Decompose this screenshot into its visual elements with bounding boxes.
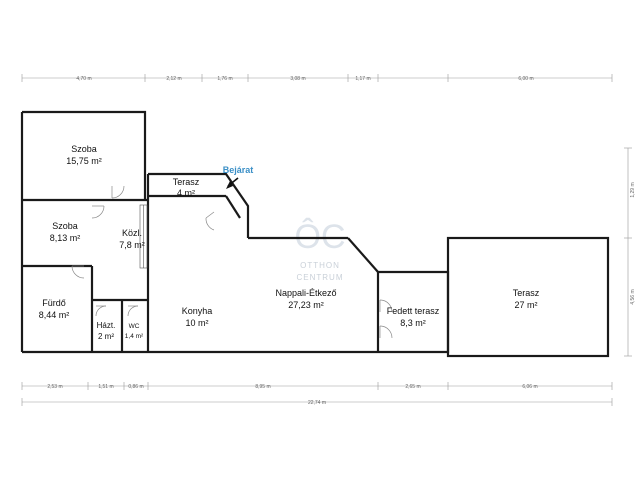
brand-line-2: CENTRUM: [297, 273, 344, 282]
brand-watermark: ÔC OTTHON CENTRUM: [295, 218, 346, 282]
doors: [71, 185, 393, 339]
brand-line-1: OTTHON: [300, 261, 340, 270]
walls: [20, 110, 610, 358]
top-dim-3: 1,76 m: [217, 76, 232, 82]
bottom-dim-total: 22,74 m: [308, 400, 326, 406]
room-szoba-1-area: 15,75 m²: [66, 156, 102, 166]
room-szoba-1-name: Szoba: [71, 144, 97, 154]
room-hazt-area: 2 m²: [98, 332, 114, 341]
bottom-dim-5: 2,65 m: [405, 384, 420, 390]
room-terasz-big-area: 27 m²: [514, 300, 537, 310]
room-terasz-big-name: Terasz: [513, 288, 540, 298]
bottom-dim-2: 1,51 m: [98, 384, 113, 390]
room-hazt-name: Házt.: [97, 321, 116, 330]
room-wc-name: WC: [129, 323, 140, 330]
room-nappali-area: 27,23 m²: [288, 300, 324, 310]
bottom-dim-3: 0,86 m: [128, 384, 143, 390]
room-nappali-name: Nappali-Étkező: [275, 288, 336, 298]
top-dim-6: 6,00 m: [518, 76, 533, 82]
right-dim-1: 1,29 m: [630, 182, 636, 197]
right-dimension-line: [624, 147, 632, 357]
bottom-dim-4: 8,95 m: [255, 384, 270, 390]
bottom-dim-1: 2,53 m: [47, 384, 62, 390]
room-szoba-2-name: Szoba: [52, 221, 78, 231]
entrance-label: Bejárat: [223, 165, 254, 175]
room-wc-area: 1,4 m²: [125, 333, 144, 340]
top-dim-4: 3,08 m: [290, 76, 305, 82]
top-dim-5: 1,17 m: [355, 76, 370, 82]
top-dim-2: 2,12 m: [166, 76, 181, 82]
top-dim-1: 4,70 m: [76, 76, 91, 82]
entrance-arrow: [226, 177, 239, 189]
room-terasz-small-area: 4 m²: [177, 188, 195, 198]
room-kozl-area: 7,8 m²: [119, 240, 145, 250]
room-fedett-terasz-area: 8,3 m²: [400, 318, 426, 328]
room-konyha-area: 10 m²: [185, 318, 208, 328]
top-dimension-line: [21, 74, 613, 82]
room-furdo-area: 8,44 m²: [39, 310, 70, 320]
right-dim-2: 4,56 m: [630, 289, 636, 304]
room-furdo-name: Fürdő: [42, 298, 66, 308]
room-terasz-small-name: Terasz: [173, 177, 200, 187]
room-konyha-name: Konyha: [182, 306, 213, 316]
room-szoba-2-area: 8,13 m²: [50, 233, 81, 243]
room-kozl-name: Közl.: [122, 228, 142, 238]
bottom-dimension-line: [21, 382, 613, 406]
room-fedett-terasz-name: Fedett terasz: [387, 306, 440, 316]
stairs: [139, 204, 148, 269]
bottom-dim-6: 6,06 m: [522, 384, 537, 390]
